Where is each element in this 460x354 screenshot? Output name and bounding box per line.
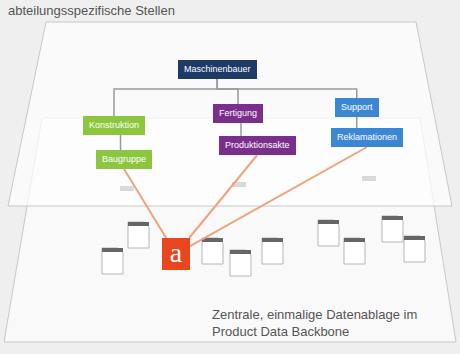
node-text: Maschinenbauer (184, 64, 251, 75)
section-heading: abteilungsspezifische Stellen (8, 2, 175, 19)
org-line (217, 79, 356, 98)
document-icons (102, 216, 425, 276)
department-box: Fertigung (213, 104, 263, 123)
org-line (356, 117, 358, 128)
org-line (120, 135, 122, 150)
node-text: Support (341, 102, 373, 113)
org-line (217, 79, 238, 104)
node-text: Produktionsakte (225, 140, 290, 151)
data-link-line (190, 147, 367, 246)
record-box: Reklamationen (331, 128, 403, 147)
upper-plane (8, 22, 452, 206)
department-box: Konstruktion (83, 116, 145, 135)
node-text: Baugruppe (102, 154, 146, 165)
node-text: a (168, 240, 184, 266)
department-box: Support (335, 98, 379, 117)
record-box: Baugruppe (96, 150, 152, 169)
caption-note: Zentrale, einmalige Datenablage im Produ… (212, 306, 427, 340)
plane-tabs (120, 176, 376, 191)
org-line (114, 79, 217, 116)
record-box: Produktionsakte (219, 136, 296, 155)
root-box: Maschinenbauer (178, 60, 257, 79)
org-line (240, 123, 242, 136)
node-text: Konstruktion (89, 120, 139, 131)
data-link-line (124, 169, 166, 238)
node-text: Fertigung (219, 108, 257, 119)
data-link-line (189, 155, 257, 238)
data-object-icon: a (162, 238, 190, 270)
node-text: Reklamationen (337, 132, 397, 143)
